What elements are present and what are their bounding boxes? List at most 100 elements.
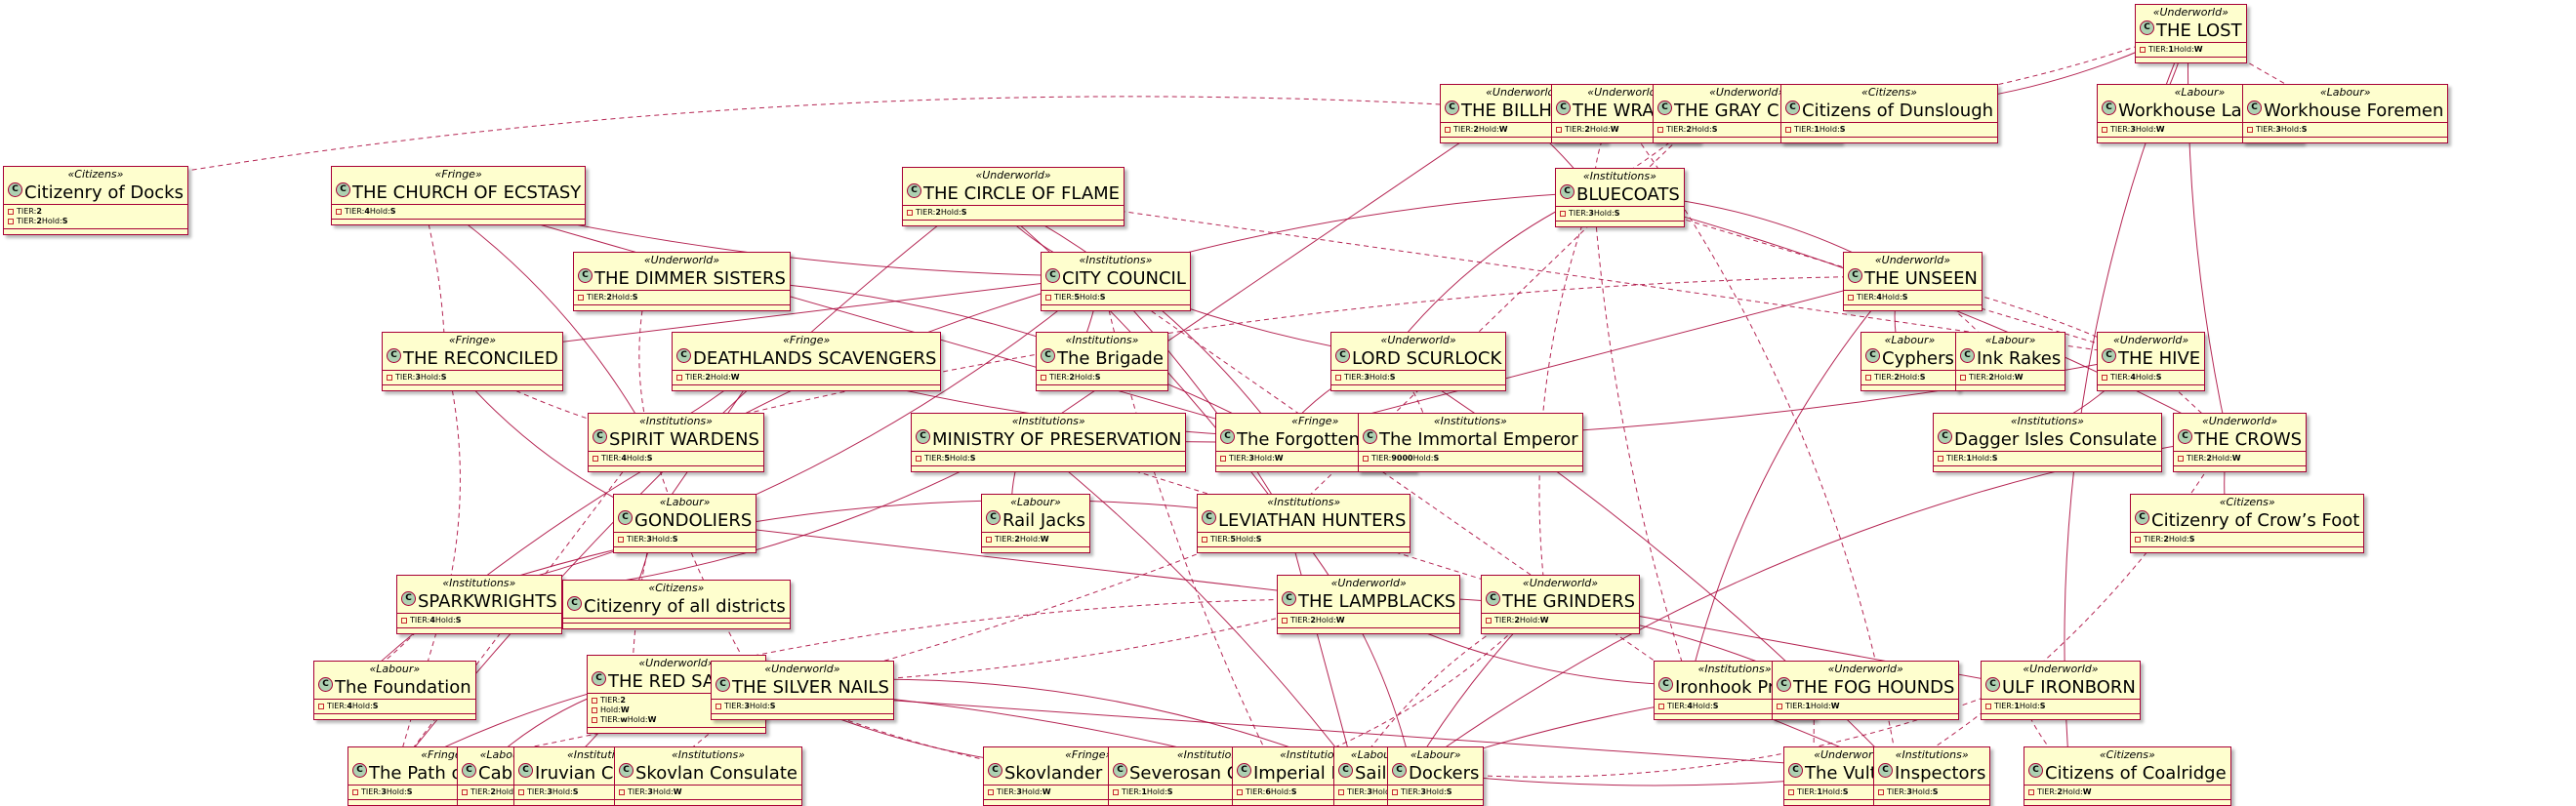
class-c-icon: C — [1657, 100, 1672, 115]
private-field-icon — [593, 456, 598, 462]
private-field-icon — [352, 789, 358, 795]
relationship-edge — [648, 436, 759, 686]
attribute-row: TIER:3 Hold:S — [2247, 125, 2443, 135]
private-field-icon — [1560, 211, 1566, 217]
attribute-row: TIER:3 Hold:S — [716, 702, 889, 711]
relationship-edge — [1593, 191, 1690, 686]
attribute-row: TIER:3 Hold:S — [1392, 787, 1479, 797]
private-field-icon — [1392, 789, 1398, 795]
stereotype-label: «Labour» — [659, 496, 711, 508]
attribute-row: TIER:3 Hold:S — [618, 535, 752, 544]
class-attributes: TIER:1 Hold:S — [1982, 699, 2140, 713]
class-name: The Immortal Emperor — [1379, 429, 1578, 450]
stereotype-label: «Labour» — [1884, 334, 1936, 346]
class-methods-compartment — [1359, 465, 1582, 471]
relationship-edge — [1275, 598, 1546, 772]
attribute-row: TIER:2 Hold:W — [1486, 616, 1635, 625]
class-attributes: TIER:3 Hold:W — [1216, 451, 1414, 465]
class-c-icon: C — [716, 676, 730, 692]
class-c-icon: C — [1878, 762, 1893, 778]
private-field-icon — [592, 698, 597, 704]
attribute-row: TIER:4 Hold:S — [593, 454, 759, 463]
class-attributes: TIER:3 Hold:S — [614, 532, 756, 546]
class-name: Rail Jacks — [1002, 510, 1085, 531]
class-attributes: TIER:2 Hold:S — [1654, 122, 1841, 137]
class-methods-compartment — [1216, 465, 1414, 471]
relationship-edge — [757, 598, 1353, 686]
private-field-icon — [1041, 375, 1046, 381]
class-methods-compartment — [1556, 221, 1684, 226]
class-attributes: TIER:1 Hold:S — [1934, 451, 2161, 465]
stereotype-label: «Labour» — [1984, 334, 2036, 346]
class-methods-compartment — [1042, 304, 1190, 310]
class-c-icon: C — [1445, 100, 1459, 115]
private-field-icon — [578, 295, 584, 301]
private-field-icon — [2247, 127, 2253, 133]
class-methods-compartment — [673, 384, 941, 390]
class-methods-compartment — [2098, 384, 2205, 390]
private-field-icon — [518, 789, 524, 795]
class-attributes: TIER:2 Hold:W — [2024, 785, 2230, 799]
attribute-row: TIER:4 Hold:S — [318, 702, 471, 711]
private-field-icon — [592, 707, 597, 713]
class-attributes — [563, 618, 790, 623]
class-methods-compartment — [1278, 627, 1460, 633]
class-attributes: TIER:3 Hold:W — [2098, 122, 2302, 137]
stereotype-label: «Underworld» — [1709, 86, 1785, 99]
class-attributes: TIER:6 Hold:S — [1233, 785, 1401, 799]
